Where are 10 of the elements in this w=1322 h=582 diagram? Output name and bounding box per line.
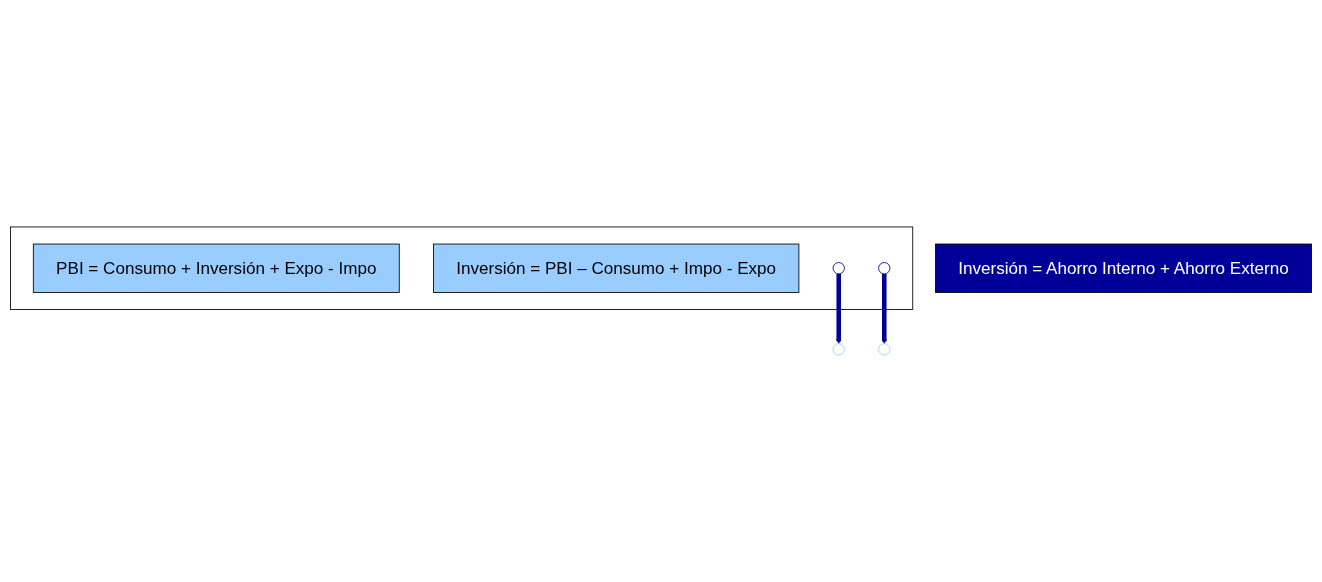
cluster [10, 226, 914, 310]
arrow [881, 273, 887, 344]
node-ellipse [878, 262, 891, 275]
node-box: Inversión = Ahorro Interno + Ahorro Externo [935, 243, 1312, 293]
node-ellipse [832, 343, 845, 356]
node-ellipse [878, 343, 891, 356]
node-box: Inversión = PBI – Consumo + Impo - Expo [433, 243, 800, 293]
node-ellipse [832, 262, 845, 275]
node-box: PBI = Consumo + Inversión + Expo - Impo [32, 243, 400, 293]
arrow [836, 273, 842, 344]
